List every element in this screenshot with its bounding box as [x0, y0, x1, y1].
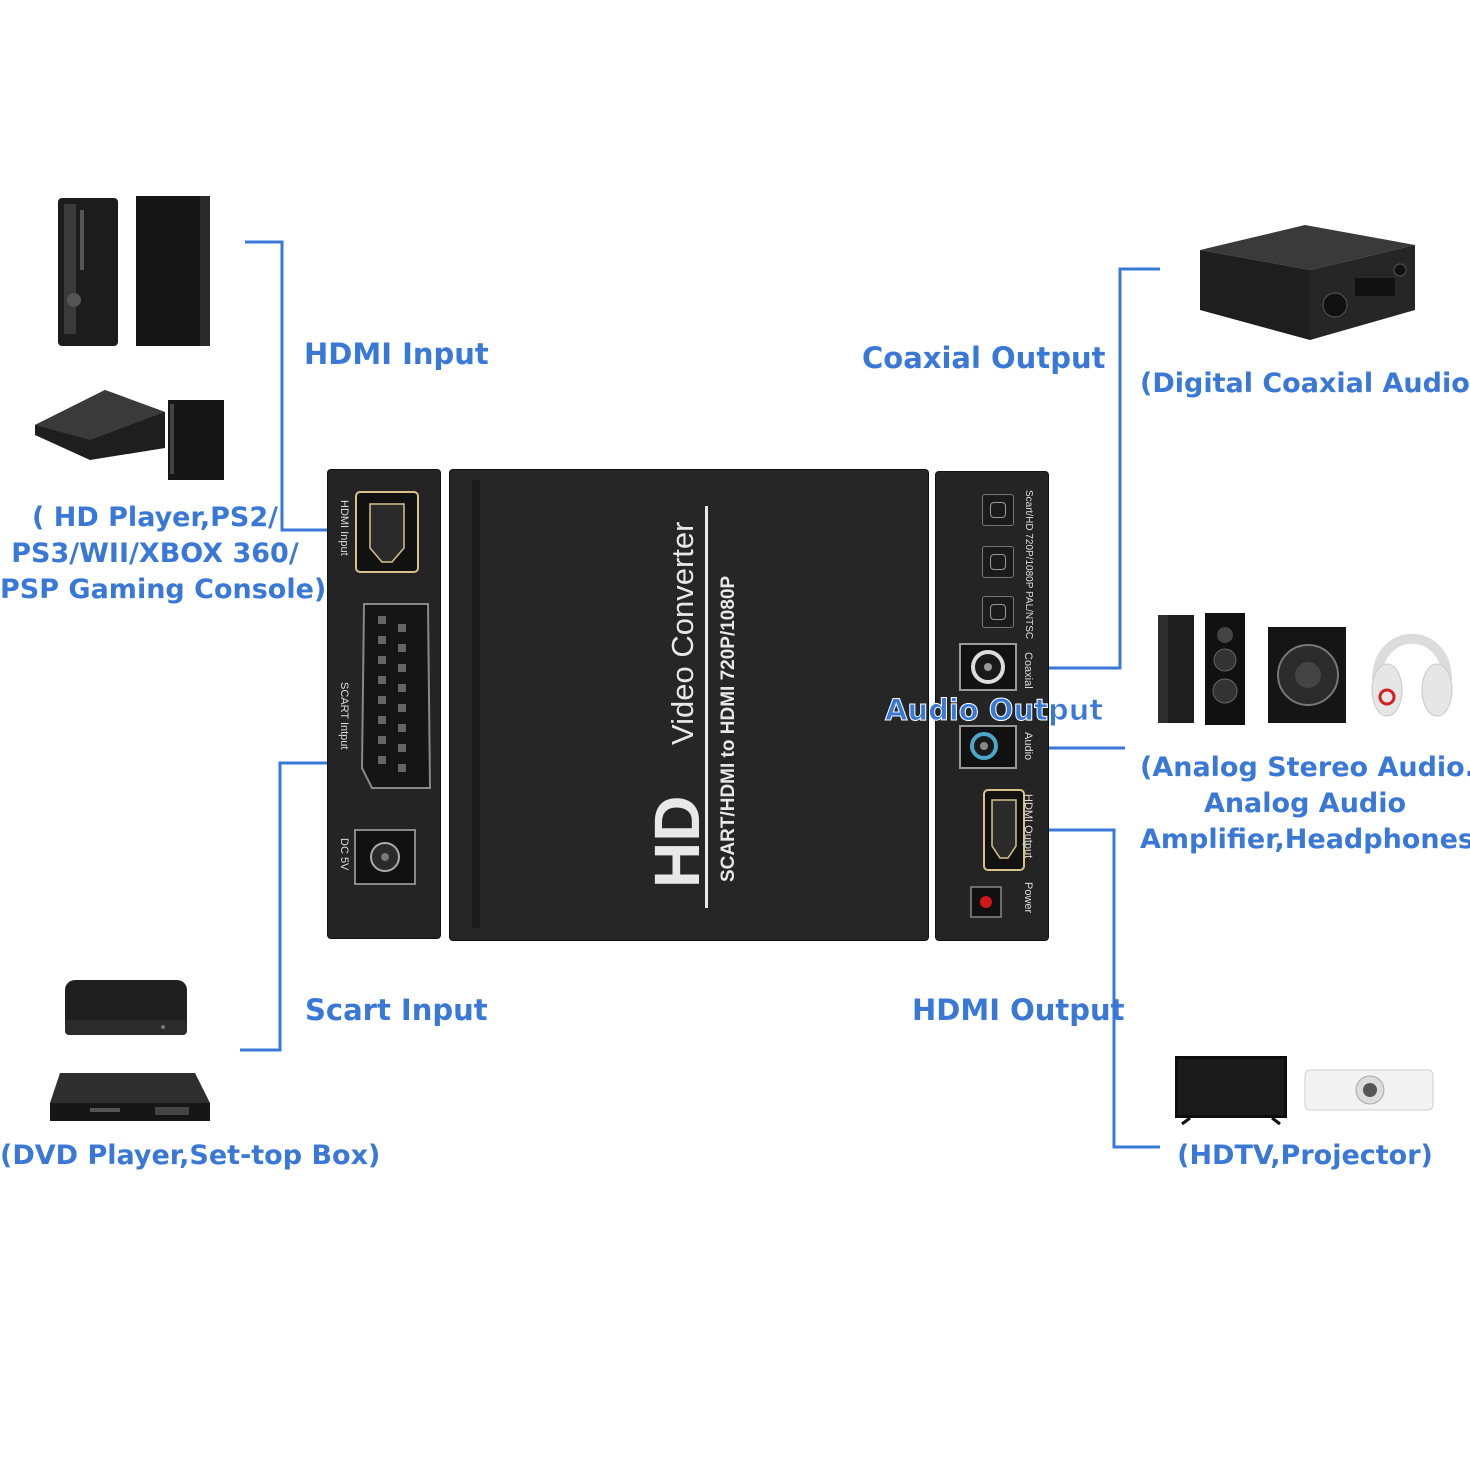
analog-devices-line: (Analog Stereo Audio.: [1140, 752, 1470, 783]
power-led-label: Power: [1022, 882, 1034, 914]
hdmi-output-label: HDMI Output: [912, 993, 1125, 1027]
hdmi-sources-line: PSP Gaming Console): [0, 574, 327, 605]
hdmi-input-port: [355, 491, 419, 573]
device-subtitle: SCART/HDMI to HDMI 720P/1080P: [718, 575, 739, 882]
audio-output-label: Audio Output: [884, 692, 1104, 727]
projector-icon: [1304, 1069, 1434, 1111]
coaxial-port: [959, 643, 1017, 691]
device-divider-line: [705, 506, 708, 908]
hdmi-sources-description: ( HD Player,PS2/ PS3/WII/XBOX 360/ PSP G…: [0, 500, 327, 608]
device-logo: HD: [641, 795, 713, 888]
hdmi-output-port-label: HDMI Output: [1022, 794, 1034, 859]
hdmi-displays-line: (HDTV,Projector): [1177, 1140, 1433, 1171]
coaxial-output-connector: [1040, 267, 1160, 670]
scart-input-label: Scart Input: [305, 993, 488, 1027]
speaker-icon: [1158, 613, 1346, 725]
hdmi-input-label: HDMI Input: [304, 337, 489, 371]
scart-sources-description: (DVD Player,Set-top Box): [0, 1138, 381, 1174]
dc-power-port: [354, 829, 416, 885]
mode-button-pal-ntsc[interactable]: [982, 494, 1014, 526]
scart-sources-line: (DVD Player,Set-top Box): [0, 1140, 381, 1171]
scart-input-port: [360, 603, 432, 789]
hdmi-output-connector: [1040, 828, 1160, 1149]
analog-devices-line: Amplifier,Headphones): [1140, 824, 1470, 855]
headphones-icon: [1371, 633, 1453, 717]
coaxial-devices-line: (Digital Coaxial Audio): [1140, 368, 1470, 399]
coaxial-output-label: Coaxial Output: [862, 341, 1106, 375]
audio-port: [959, 725, 1017, 769]
device-ridge: [472, 480, 480, 928]
mode-button-source[interactable]: [982, 596, 1014, 628]
mode-button-resolution[interactable]: [982, 546, 1014, 578]
hdmi-input-port-label: HDMI Input: [338, 500, 350, 556]
coaxial-devices-description: (Digital Coaxial Audio): [1140, 366, 1470, 402]
audio-port-label: Audio: [1022, 732, 1034, 761]
mode-buttons-label: Scart/HD 720P/1080P PAL/NTSC: [1023, 490, 1034, 640]
hdmi-output-port: [983, 789, 1025, 871]
hdmi-sources-line: PS3/WII/XBOX 360/: [11, 538, 299, 569]
dc-power-label: DC 5V: [338, 838, 350, 871]
analog-devices-line: Analog Audio: [1203, 788, 1407, 819]
device-title: Video Converter: [665, 521, 700, 745]
device-right-panel: Scart/HD 720P/1080P PAL/NTSC Coaxial Aud…: [936, 472, 1048, 940]
power-led: [970, 886, 1002, 918]
tv-icon: [1175, 1056, 1287, 1126]
analog-devices-description: (Analog Stereo Audio. Analog Audio Ampli…: [1140, 750, 1470, 858]
device-top-panel: HD Video Converter SCART/HDMI to HDMI 72…: [450, 470, 928, 940]
game-console-icon: [35, 196, 224, 480]
dvd-player-icon: [50, 1073, 210, 1121]
set-top-box-icon: [65, 980, 187, 1035]
amplifier-icon: [1200, 225, 1415, 340]
device-left-panel: HDMI Input SCART Intput DC 5V: [328, 470, 440, 938]
hdmi-sources-line: ( HD Player,PS2/: [32, 502, 278, 533]
coaxial-port-label: Coaxial: [1022, 652, 1034, 689]
hdmi-displays-description: (HDTV,Projector): [1170, 1138, 1440, 1174]
scart-input-port-label: SCART Intput: [338, 682, 350, 750]
